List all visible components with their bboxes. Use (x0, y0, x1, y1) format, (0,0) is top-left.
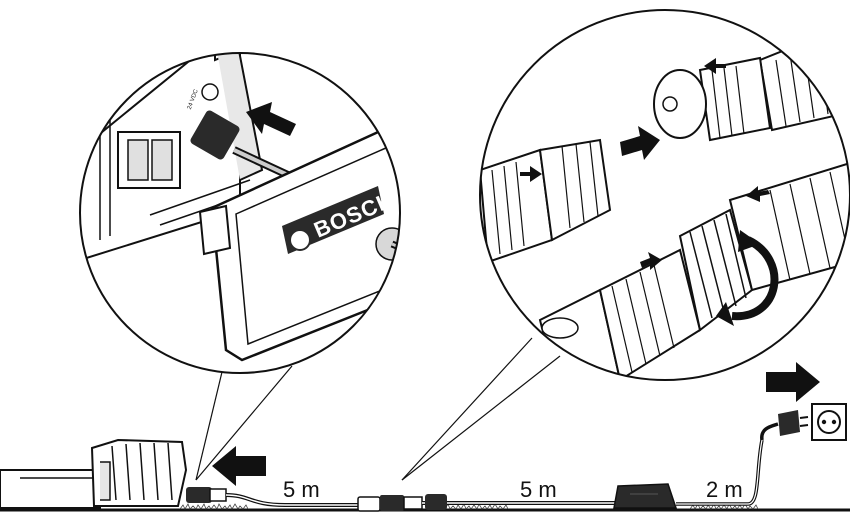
cable-coupling (357, 495, 423, 512)
segment-label-3: 2 m (706, 477, 743, 502)
callout-lines (195, 337, 561, 481)
segment-label-2: 5 m (520, 477, 557, 502)
detail-cable-coupling (479, 9, 850, 381)
rotate-arrow-icon (716, 230, 779, 326)
segment-label-1: 5 m (283, 477, 320, 502)
arrow-right-icon (766, 362, 820, 402)
arrow-left-icon (212, 446, 266, 486)
charging-station (0, 438, 188, 509)
power-supply (613, 422, 779, 509)
detail-station-connector: 24 VDC BOSCH (79, 52, 401, 374)
wall-socket (811, 403, 847, 441)
low-voltage-cable (186, 487, 640, 512)
mains-plug (778, 410, 809, 436)
